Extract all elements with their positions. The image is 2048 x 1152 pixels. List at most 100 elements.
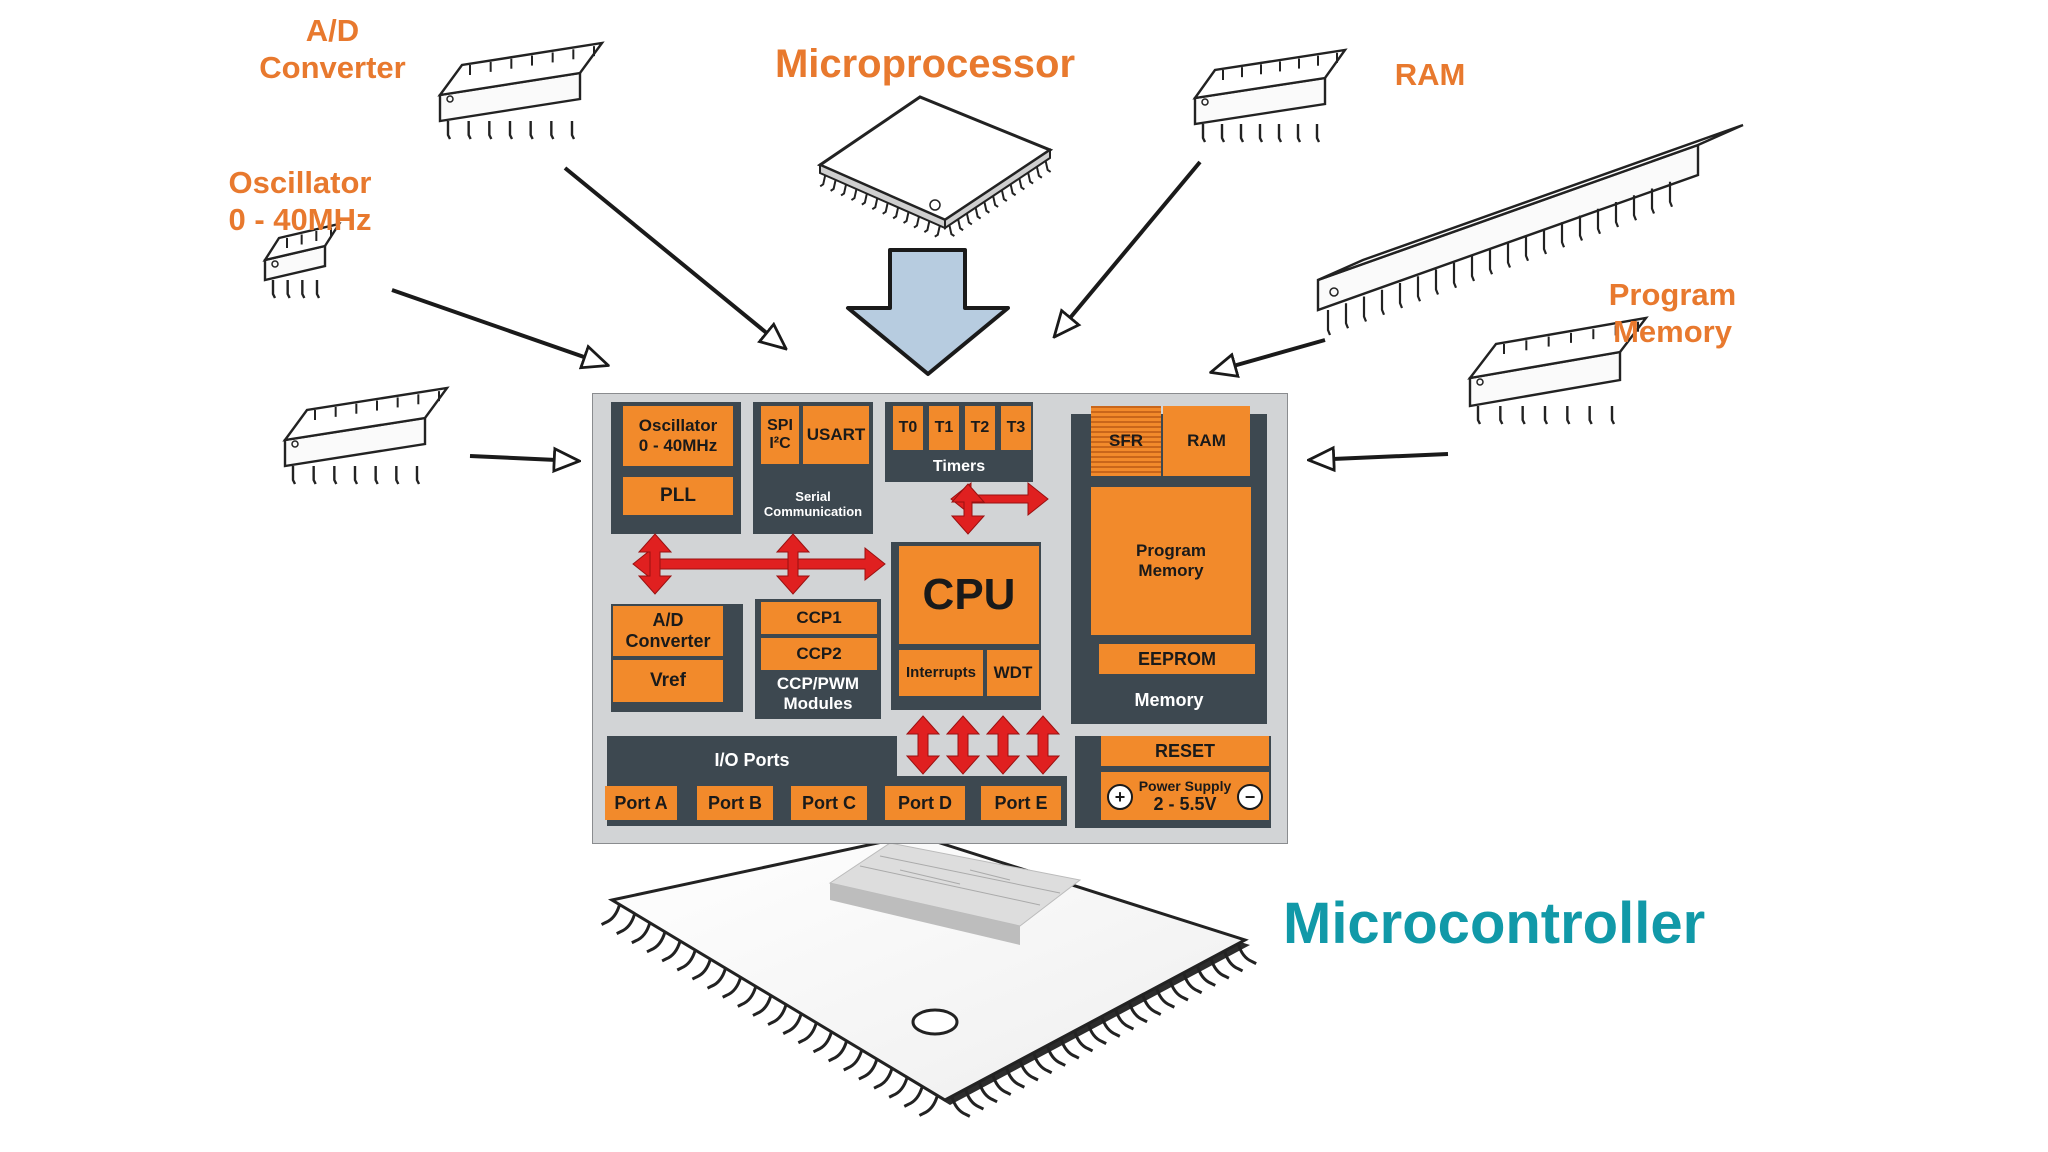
package-pin <box>600 904 622 926</box>
package-pin <box>1182 972 1203 995</box>
power-supply-line2: 2 - 5.5V <box>1153 793 1217 814</box>
bus-arrow-port-4 <box>1025 715 1061 775</box>
chip-ccp1: CCP1 <box>761 602 877 634</box>
chip-sfr: SFR <box>1091 406 1161 476</box>
chip-port-b: Port B <box>697 786 773 820</box>
label-ad-line1: A/D <box>305 13 360 48</box>
package-pin <box>1073 1030 1094 1053</box>
bus-arrow-port-3 <box>985 715 1021 775</box>
chip-wdt: WDT <box>987 650 1039 696</box>
package-pin <box>1127 1001 1148 1024</box>
plus-terminal-icon: + <box>1107 784 1133 810</box>
label-program-memory-line2: Memory <box>1613 314 1732 350</box>
component-chips <box>262 41 1744 485</box>
label-ad-converter: A/D Converter <box>250 12 415 86</box>
microcontroller-block-diagram: Oscillator 0 - 40MHz PLL SPI I²C USART S… <box>592 393 1288 844</box>
bus-arrow-horizontal <box>632 546 886 582</box>
chip-port-d: Port D <box>885 786 965 820</box>
package-pin <box>1154 986 1176 1009</box>
internal-bus-arrows <box>632 481 1061 775</box>
chip-ad-converter: A/D Converter <box>613 606 723 656</box>
chip-microprocessor-ic <box>816 95 1054 238</box>
connector-arrows <box>391 160 1449 461</box>
chip-eeprom-ic <box>1467 316 1649 425</box>
package-pin <box>631 922 652 945</box>
package-pin <box>1209 957 1230 980</box>
memory-label: Memory <box>1134 690 1204 710</box>
label-ad-line2: Converter <box>259 50 406 86</box>
chip-eeprom: EEPROM <box>1099 644 1255 674</box>
package-pin <box>797 1022 818 1045</box>
chip-spi: SPI <box>767 416 793 434</box>
chip-timer-t1: T1 <box>929 406 959 450</box>
package-pin <box>888 1076 909 1099</box>
package-pin <box>676 949 697 972</box>
minus-terminal-icon: − <box>1237 784 1263 810</box>
label-oscillator-line2: 0 - 40MHz <box>228 202 372 238</box>
ccp-pwm-line1: CCP/PWM <box>776 674 860 693</box>
down-arrow-icon <box>846 248 1010 376</box>
label-ram: RAM <box>1394 57 1466 92</box>
package-pin <box>827 1040 849 1063</box>
package-pin <box>737 985 758 1008</box>
serial-line2: Communication <box>763 503 863 519</box>
chip-oscillator-line2: 0 - 40MHz <box>638 436 718 455</box>
chip-generic-ic <box>282 386 450 485</box>
bus-arrow-port-1 <box>905 715 941 775</box>
serial-communication-label: Serial Communication <box>753 489 873 520</box>
package-pin <box>1100 1015 1121 1038</box>
package-pin <box>721 976 743 999</box>
package-pin <box>782 1013 803 1035</box>
microcontroller-package <box>600 833 1257 1118</box>
chip-oscillator: Oscillator 0 - 40MHz <box>623 406 733 466</box>
package-pin <box>903 1085 924 1108</box>
package-pin <box>1004 1066 1026 1089</box>
chip-vref: Vref <box>613 660 723 702</box>
chip-ad-line2: Converter <box>625 631 711 651</box>
io-ports-label: I/O Ports <box>714 750 790 770</box>
package-pin <box>661 940 682 963</box>
chip-cpu: CPU <box>899 546 1039 644</box>
package-pin <box>752 995 773 1017</box>
chip-pll: PLL <box>623 477 733 515</box>
chip-port-e: Port E <box>981 786 1061 820</box>
chip-oscillator-line1: Oscillator <box>638 416 718 436</box>
label-oscillator: Oscillator 0 - 40MHz <box>215 164 385 238</box>
chip-program-memory: Program Memory <box>1091 487 1251 635</box>
package-pin <box>1195 965 1216 987</box>
package-pin <box>991 1074 1012 1096</box>
package-pin <box>616 913 637 935</box>
package-pin <box>1018 1059 1039 1082</box>
chip-spi-i2c: SPI I²C <box>761 406 799 464</box>
package-pin <box>1032 1052 1053 1075</box>
package-pin <box>706 967 727 990</box>
bus-arrow-adc <box>637 533 673 595</box>
bus-arrow-ccp <box>775 533 811 595</box>
ccp-pwm-label: CCP/PWM Modules <box>755 674 881 713</box>
chip-port-c: Port C <box>791 786 867 820</box>
package-pin <box>1236 943 1257 965</box>
chip-program-memory-line1: Program <box>1136 541 1206 561</box>
label-oscillator-line1: Oscillator <box>228 165 372 200</box>
chip-reset: RESET <box>1101 736 1269 766</box>
chip-ad-line1: A/D <box>652 610 684 631</box>
package-pin <box>977 1081 998 1104</box>
chip-ram-ic <box>1192 48 1348 143</box>
label-program-memory-line1: Program <box>1608 277 1737 312</box>
package-pin <box>873 1067 894 1090</box>
package-pin <box>950 1095 971 1118</box>
chip-program-memory-line2: Memory <box>1138 561 1204 580</box>
package-pin <box>843 1049 864 1072</box>
package-pin <box>918 1095 939 1117</box>
bus-arrow-port-2 <box>945 715 981 775</box>
serial-line1: Serial <box>795 489 831 504</box>
package-pin <box>858 1058 879 1081</box>
chip-ram: RAM <box>1163 406 1250 476</box>
package-pin <box>767 1004 788 1026</box>
chip-timer-t2: T2 <box>965 406 995 450</box>
label-program-memory: Program Memory <box>1590 276 1755 350</box>
chip-i2c: I²C <box>769 435 791 452</box>
chip-ad-converter-ic <box>437 41 605 140</box>
label-microcontroller: Microcontroller <box>1283 891 1706 956</box>
bus-arrow-cpu-timers <box>950 483 986 535</box>
